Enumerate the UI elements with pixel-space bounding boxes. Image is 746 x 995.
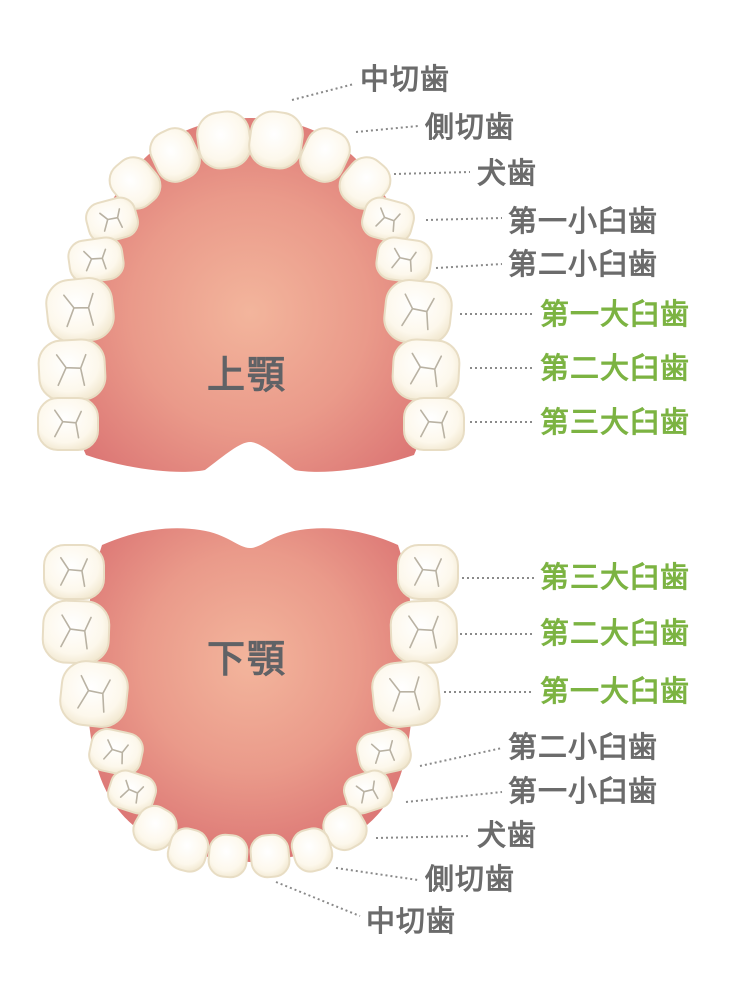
upper-central-incisor-right (248, 110, 304, 170)
upper-first-molar-left (45, 277, 115, 343)
lower-lateral-incisor-left (166, 827, 210, 873)
upper-third-molar-label: 第三大臼歯 (540, 405, 691, 439)
lower-lateral-incisor-label: 側切歯 (425, 862, 516, 896)
lower-second-premolar-leader (419, 747, 503, 767)
upper-third-molar-left (37, 397, 99, 451)
lower-third-molar-right (397, 544, 459, 600)
upper-second-molar-left (37, 338, 107, 402)
lower-first-molar-left (59, 660, 129, 728)
lower-third-molar-left (43, 544, 105, 600)
upper-palate (71, 118, 429, 472)
upper-first-premolar-leader (425, 217, 503, 221)
upper-first-premolar-left (85, 196, 139, 244)
upper-jaw-title: 上顎 (207, 353, 288, 397)
lower-lateral-incisor-right (290, 827, 334, 873)
lower-second-premolar-left (88, 728, 144, 776)
lower-central-incisor-left (207, 833, 249, 879)
upper-second-premolar-right (375, 236, 433, 284)
lower-canine-label: 犬歯 (477, 818, 538, 852)
upper-second-molar-right (391, 338, 461, 402)
upper-third-molar-right (403, 397, 465, 451)
lower-first-premolar-leader (405, 791, 503, 803)
lower-floor (85, 528, 415, 862)
lower-second-molar-left (41, 599, 111, 665)
lower-first-molar-right (371, 660, 441, 728)
upper-first-molar-right (383, 279, 453, 345)
lower-third-molar-label: 第三大臼歯 (540, 560, 691, 594)
lower-first-premolar-right (343, 769, 393, 815)
upper-first-premolar-label: 第一小臼歯 (508, 204, 659, 238)
lower-central-incisor-right (249, 833, 291, 879)
lower-lateral-incisor-leader (335, 867, 419, 881)
upper-second-premolar-left (67, 236, 125, 284)
lower-second-molar-right (389, 599, 459, 665)
upper-central-incisor-label: 中切歯 (360, 62, 451, 96)
upper-central-incisor-leader (291, 83, 355, 101)
lower-first-molar-label: 第一大臼歯 (540, 674, 691, 708)
upper-second-molar-label: 第二大臼歯 (540, 351, 691, 385)
upper-canine-leader (393, 171, 471, 175)
upper-lateral-incisor-left (149, 127, 201, 183)
lower-second-premolar-label: 第二小臼歯 (508, 730, 659, 764)
lower-canine-leader (375, 835, 471, 839)
lower-central-incisor-leader (275, 881, 361, 917)
lower-central-incisor-label: 中切歯 (366, 904, 457, 938)
upper-first-molar-label: 第一大臼歯 (540, 297, 691, 331)
upper-lateral-incisor-label: 側切歯 (425, 110, 516, 144)
upper-lateral-incisor-right (299, 127, 351, 183)
lower-first-premolar-label: 第一小臼歯 (508, 774, 659, 808)
lower-second-molar-label: 第二大臼歯 (540, 616, 691, 650)
lower-jaw-title: 下顎 (207, 637, 288, 681)
upper-first-premolar-right (361, 196, 415, 244)
lower-second-premolar-right (356, 728, 412, 776)
upper-lateral-incisor-leader (355, 125, 419, 133)
upper-second-premolar-leader (435, 263, 503, 269)
upper-second-premolar-label: 第二小臼歯 (508, 247, 659, 281)
upper-canine-label: 犬歯 (477, 156, 538, 190)
lower-first-premolar-left (107, 769, 157, 815)
